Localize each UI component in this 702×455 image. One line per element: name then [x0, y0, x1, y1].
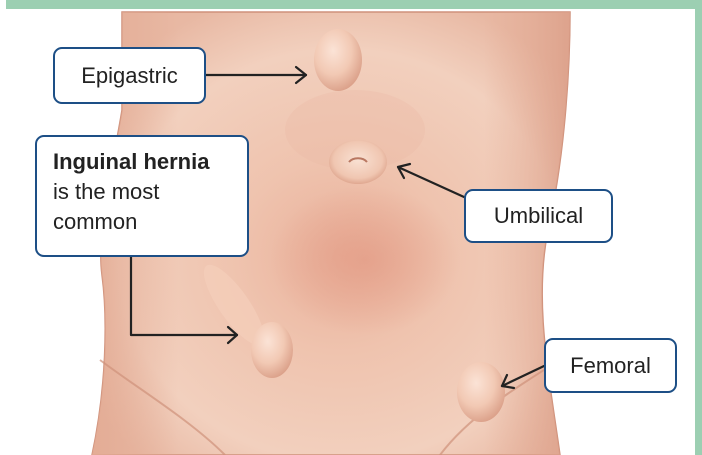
- label-umbilical-text: Umbilical: [494, 201, 583, 231]
- label-femoral: Femoral: [544, 338, 677, 393]
- label-inguinal-title: Inguinal hernia: [53, 147, 237, 177]
- label-inguinal-note: is the most common: [53, 177, 233, 237]
- epigastric-bulge: [314, 29, 362, 91]
- inguinal-bulge: [251, 322, 293, 378]
- frame-top-border: [0, 0, 702, 9]
- umbilical-bulge: [329, 140, 387, 184]
- label-epigastric: Epigastric: [53, 47, 206, 104]
- label-umbilical: Umbilical: [464, 189, 613, 243]
- label-inguinal: Inguinal hernia is the most common: [35, 135, 249, 257]
- label-epigastric-text: Epigastric: [81, 61, 178, 91]
- femoral-bulge: [457, 362, 505, 422]
- label-femoral-text: Femoral: [570, 351, 651, 381]
- frame-right-border: [695, 0, 702, 455]
